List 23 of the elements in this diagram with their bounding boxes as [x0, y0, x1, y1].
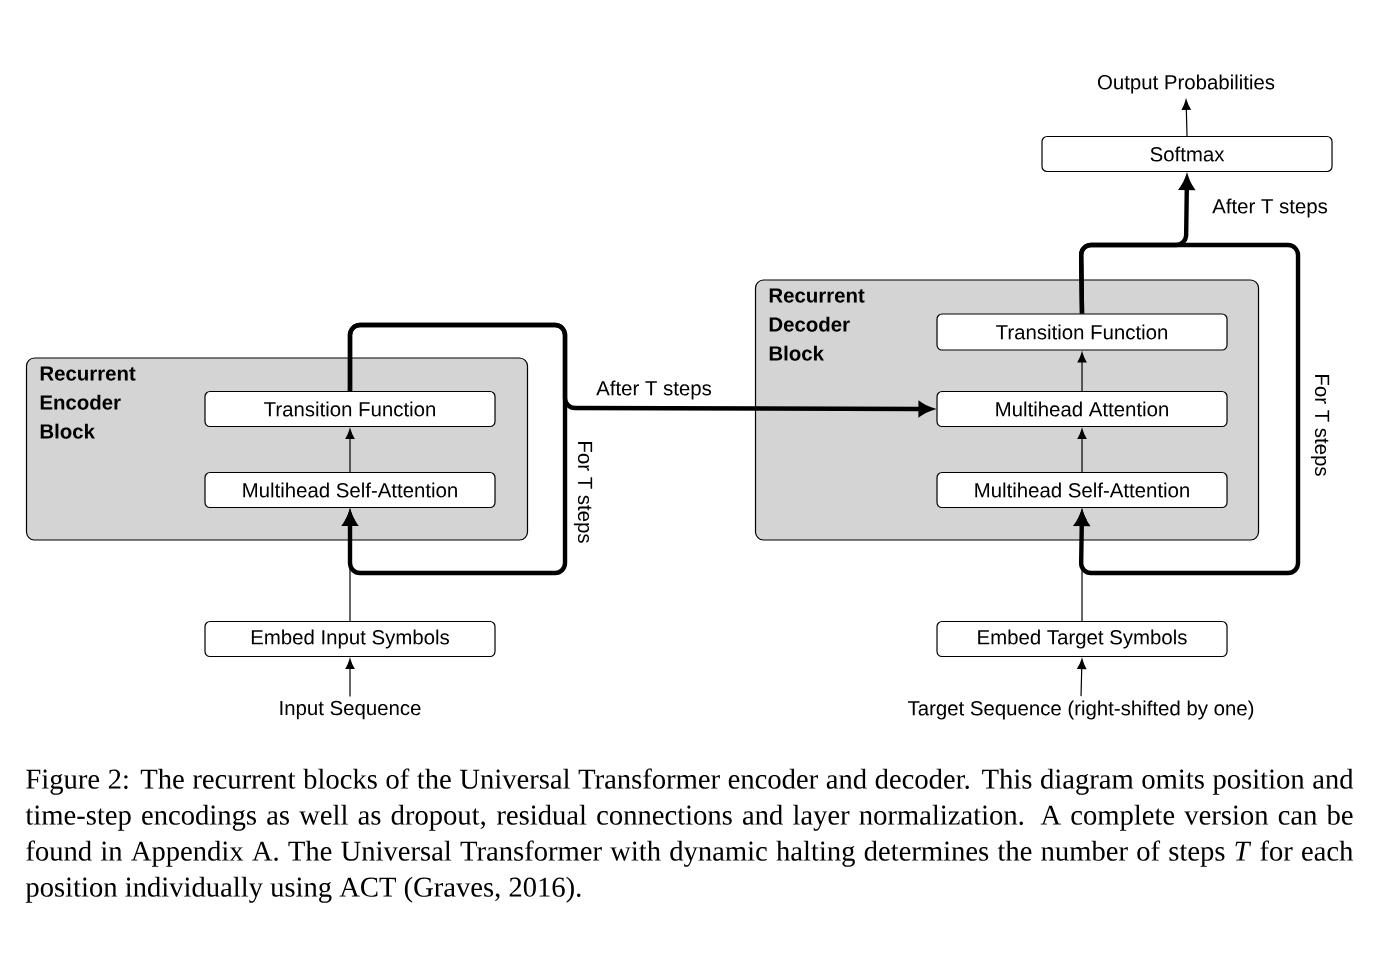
process-box: Embed Target Symbols: [936, 620, 1228, 658]
edge-label: After T steps: [594, 378, 714, 402]
arrow: [1077, 658, 1087, 697]
arrow: [345, 428, 355, 473]
process-box: Multihead Attention: [936, 390, 1228, 428]
edge-label: For T steps: [1308, 371, 1332, 479]
sequence-label: Target Sequence (right-shifted by one): [908, 700, 1254, 720]
arrow: [1077, 428, 1087, 473]
process-box: Transition Function: [204, 390, 496, 428]
process-box: Transition Function: [936, 313, 1228, 351]
arrow: [347, 322, 933, 417]
figure-caption: Figure 2: The recurrent blocks of the Universal Transformer encoder and decoder. This diagram omits position and time-step encodings as well as dropout, residual connections and layer normalization. A complete version can be found in Appendix A. The Universal Transformer with dynamic halting determines the number of steps T for each position individually using ACT (Graves, 2016).: [25, 768, 1354, 903]
arrow: [1077, 352, 1087, 392]
edge-label: For T steps: [571, 438, 595, 546]
process-box: Softmax: [1041, 135, 1333, 173]
process-box: Embed Input Symbols: [204, 620, 496, 658]
process-box: Multihead Self-Attention: [204, 471, 496, 509]
arrow: [1181, 99, 1191, 137]
arrow: [345, 658, 355, 697]
sequence-label: Output Probabilities: [1098, 74, 1275, 94]
edge-label: After T steps: [1210, 196, 1330, 220]
sequence-label: Input Sequence: [280, 700, 421, 720]
process-box: Multihead Self-Attention: [936, 471, 1228, 509]
